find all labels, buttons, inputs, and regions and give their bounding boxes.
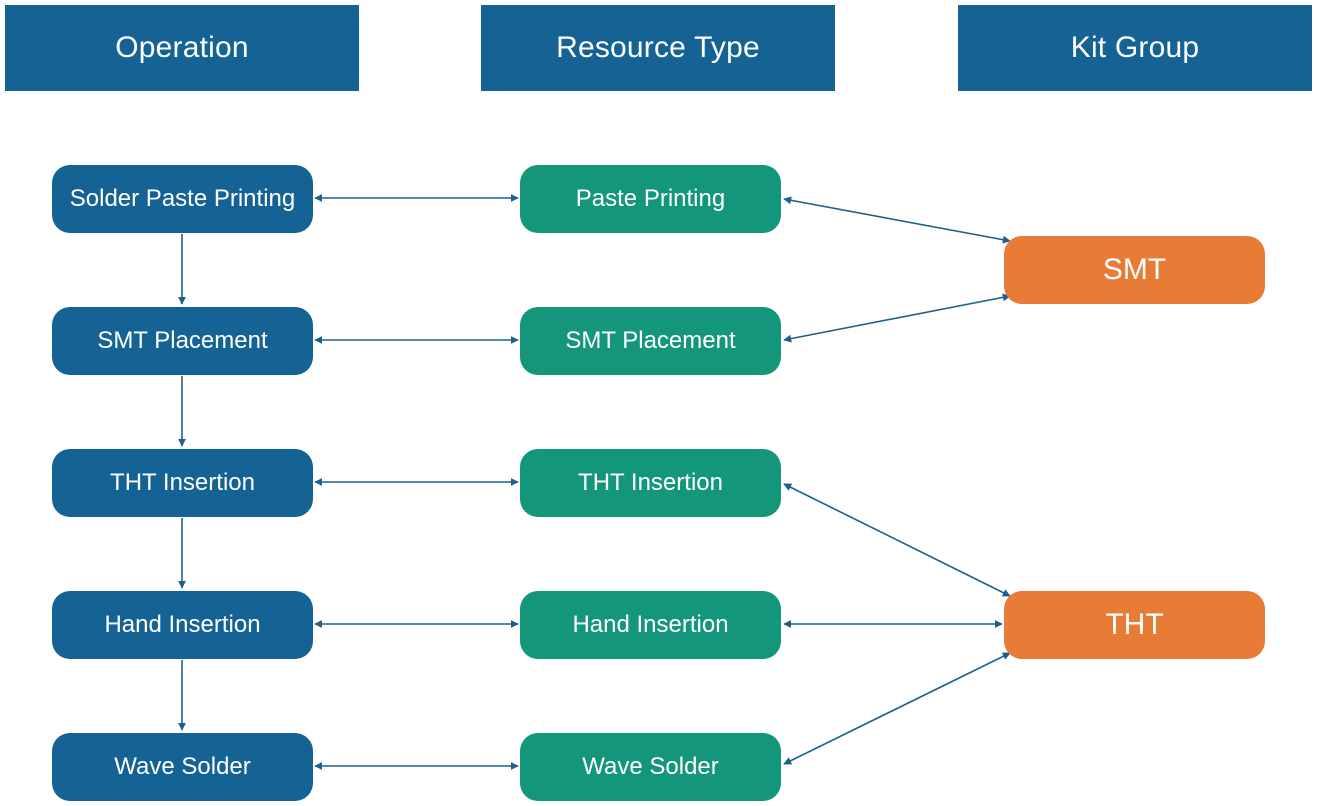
kit-group-node-smt: SMT — [1004, 236, 1265, 304]
operation-node-hand-insertion: Hand Insertion — [52, 591, 313, 659]
header-operation: Operation — [5, 5, 359, 91]
resource-node-wave-solder: Wave Solder — [520, 733, 781, 801]
operation-node-tht-insertion: THT Insertion — [52, 449, 313, 517]
kit-group-node-tht: THT — [1004, 591, 1265, 659]
header-resource-type: Resource Type — [481, 5, 835, 91]
resource-node-smt-placement: SMT Placement — [520, 307, 781, 375]
operation-node-smt-placement: SMT Placement — [52, 307, 313, 375]
operation-node-wave-solder: Wave Solder — [52, 733, 313, 801]
resource-node-hand-insertion: Hand Insertion — [520, 591, 781, 659]
link-rt2-smt — [783, 293, 1011, 343]
operation-node-solder-paste-printing: Solder Paste Printing — [52, 165, 313, 233]
link-rt1-smt — [783, 196, 1011, 244]
resource-node-paste-printing: Paste Printing — [520, 165, 781, 233]
link-rt3-tht — [783, 483, 1011, 597]
link-rt5-tht — [783, 652, 1011, 765]
header-kit-group: Kit Group — [958, 5, 1312, 91]
resource-node-tht-insertion: THT Insertion — [520, 449, 781, 517]
